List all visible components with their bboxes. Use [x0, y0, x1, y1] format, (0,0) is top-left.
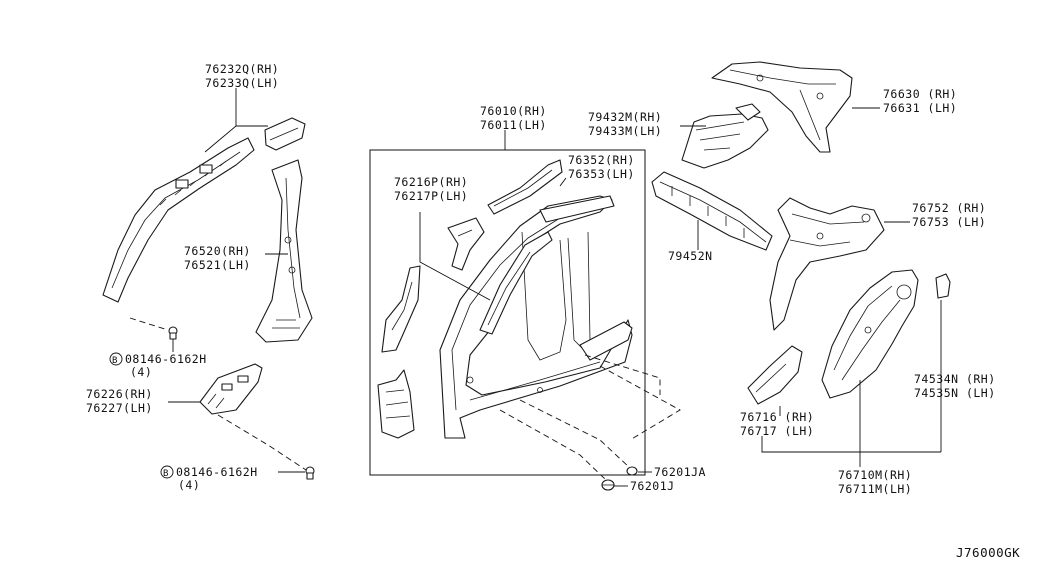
part-label-76520-lh: 76521(LH)	[184, 258, 251, 272]
small-bracket-part-74534n[interactable]	[935, 273, 951, 299]
wheelhouse-inner-part-76710m[interactable]	[821, 269, 919, 399]
part-label-76010-lh: 76011(LH)	[480, 118, 547, 132]
roof-rail-part-76232q[interactable]	[102, 117, 306, 303]
sill-part[interactable]	[579, 321, 633, 361]
part-label-79452n: 79452N	[668, 249, 713, 263]
plug-icon[interactable]	[626, 466, 638, 476]
part-label-76201ja: 76201JA	[654, 465, 706, 479]
part-label-76216p-lh: 76217P(LH)	[394, 189, 468, 203]
bolt-a-qty: (4)	[130, 365, 152, 379]
roof-rail-inner-part-76352[interactable]	[487, 159, 615, 223]
bolt-b-number: 08146-6162H	[176, 465, 258, 479]
part-label-76716-rh: 76716 (RH)	[740, 410, 814, 424]
wheelhouse-panel-part-76752[interactable]	[769, 197, 885, 331]
rocker-extension-part[interactable]	[377, 369, 415, 439]
part-label-76752-rh: 76752 (RH)	[912, 201, 986, 215]
part-label-76520-rh: 76520(RH)	[184, 244, 251, 258]
circled-b-icon	[160, 465, 174, 479]
plug-icon[interactable]	[601, 479, 615, 491]
part-label-76716-lh: 76717 (LH)	[740, 424, 814, 438]
center-pillar-part-76520[interactable]	[255, 159, 313, 343]
bracket-part-76226[interactable]	[199, 363, 263, 415]
circled-b-icon	[109, 352, 123, 366]
part-label-76630-rh: 76630 (RH)	[883, 87, 957, 101]
bolt-a-number: 08146-6162H	[125, 352, 207, 366]
extension-part-76716[interactable]	[747, 345, 803, 405]
part-label-76232q-lh: 76233Q(LH)	[205, 76, 279, 90]
part-label-74534n-rh: 74534N (RH)	[914, 372, 996, 386]
part-label-76710m-lh: 76711M(LH)	[838, 482, 912, 496]
part-label-76216p-rh: 76216P(RH)	[394, 175, 468, 189]
part-label-76226-lh: 76227(LH)	[86, 401, 153, 415]
bolt-icon[interactable]	[305, 466, 315, 480]
part-label-76232q-rh: 76232Q(RH)	[205, 62, 279, 76]
part-label-74534n-lh: 74535N (LH)	[914, 386, 996, 400]
part-label-76630-lh: 76631 (LH)	[883, 101, 957, 115]
bolt-icon[interactable]	[129, 317, 178, 340]
svg-text:B: B	[112, 356, 118, 366]
part-label-76752-lh: 76753 (LH)	[912, 215, 986, 229]
part-label-76201j: 76201J	[630, 479, 675, 493]
crossmember-part-79452n[interactable]	[651, 171, 773, 251]
part-label-76352-lh: 76353(LH)	[568, 167, 635, 181]
bolt-b-qty: (4)	[178, 478, 200, 492]
part-label-76710m-rh: 76710M(RH)	[838, 468, 912, 482]
bolt-label-a: B 08146-6162H (4)	[109, 352, 207, 379]
front-pillar-lower-part[interactable]	[381, 265, 421, 353]
part-label-79432m-lh: 79433M(LH)	[588, 124, 662, 138]
rear-panel-part-76630[interactable]	[711, 61, 853, 153]
diagram-code: J76000GK	[956, 545, 1020, 560]
bracket-part-79432m[interactable]	[681, 103, 769, 169]
part-label-76010-rh: 76010(RH)	[480, 104, 547, 118]
svg-text:B: B	[163, 469, 169, 479]
assembly-frame	[369, 149, 646, 476]
part-label-76226-rh: 76226(RH)	[86, 387, 153, 401]
hinge-bracket-part[interactable]	[447, 217, 485, 271]
pillar-reinforcement-part-76216[interactable]	[479, 231, 553, 335]
part-label-79432m-rh: 79432M(RH)	[588, 110, 662, 124]
part-label-76352-rh: 76352(RH)	[568, 153, 635, 167]
bolt-label-b: B 08146-6162H (4)	[160, 465, 258, 492]
